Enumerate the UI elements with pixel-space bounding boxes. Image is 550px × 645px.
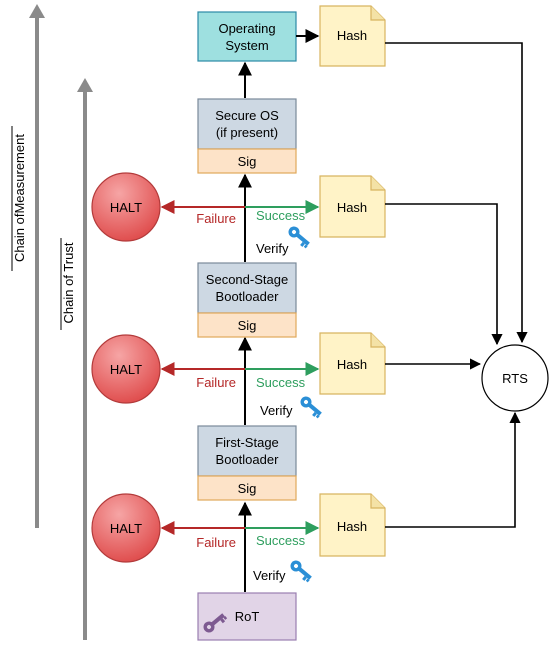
success-label-first-stage: Success xyxy=(256,533,306,548)
chain-of-measurement-label: Chain ofMeasurement xyxy=(12,134,27,262)
hash-os: Hash xyxy=(319,5,386,67)
failure-label-second-stage: Failure xyxy=(196,375,236,390)
verify-first-stage: Failure Success Verify xyxy=(160,521,320,583)
success-label-second-stage: Success xyxy=(256,375,306,390)
secure-os-box xyxy=(197,98,297,150)
failure-label-first-stage: Failure xyxy=(196,535,236,550)
second-stage-sig-label: Sig xyxy=(238,318,257,333)
measurement-arrow-head xyxy=(29,4,45,18)
second-stage-line1: Second-Stage xyxy=(206,272,288,287)
hash-secure-os-to-rts xyxy=(385,203,503,346)
trust-arrow-head xyxy=(77,78,93,92)
rts-circle xyxy=(481,344,549,412)
chain-of-trust-axis: Chain of Trust xyxy=(60,78,93,640)
first-stage-box xyxy=(197,425,297,477)
halt-first-stage-circle xyxy=(91,493,161,563)
rts-label: RTS xyxy=(502,371,528,386)
key-icon xyxy=(288,226,310,249)
first-stage-sig-label: Sig xyxy=(238,481,257,496)
verify-label-second-stage: Verify xyxy=(260,403,293,418)
hash-first-stage-label: Hash xyxy=(337,519,367,534)
secure-os-sig-label: Sig xyxy=(238,154,257,169)
hash-secure-os-document xyxy=(319,175,386,238)
rot-block: RoT xyxy=(197,592,297,641)
secure-os-block: Secure OS (if present) Sig xyxy=(197,98,297,174)
verify-label-first-stage: Verify xyxy=(253,568,286,583)
hash-first-stage: Hash xyxy=(319,493,386,557)
hash-os-to-rts xyxy=(385,42,528,344)
halt-second-stage: HALT xyxy=(91,334,161,404)
verify-label-secure-os: Verify xyxy=(256,241,289,256)
rot-key-icon xyxy=(203,613,228,633)
halt-first-stage-label: HALT xyxy=(110,521,142,536)
hash-first-stage-document xyxy=(319,493,386,557)
verify-second-stage: Failure Success Verify xyxy=(160,362,322,419)
hash-first-stage-to-rts xyxy=(385,411,521,528)
hash-second-stage-label: Hash xyxy=(337,357,367,372)
halt-second-stage-label: HALT xyxy=(110,362,142,377)
operating-system-block: Operating System xyxy=(197,11,297,62)
success-label-secure-os: Success xyxy=(256,208,306,223)
key-icon xyxy=(290,560,312,583)
rot-label: RoT xyxy=(235,609,260,624)
halt-first-stage: HALT xyxy=(91,493,161,563)
secure-os-sig-box xyxy=(197,148,297,174)
hash-os-label: Hash xyxy=(337,28,367,43)
hash-second-stage: Hash xyxy=(319,332,386,395)
verify-secure-os: Failure Success Verify xyxy=(160,200,320,256)
second-stage-bootloader-block: Second-Stage Bootloader Sig xyxy=(197,262,297,338)
chain-of-trust-label: Chain of Trust xyxy=(61,242,76,323)
key-icon xyxy=(300,396,322,419)
failure-label-secure-os: Failure xyxy=(196,211,236,226)
operating-system-box xyxy=(197,11,297,62)
first-stage-line1: First-Stage xyxy=(215,435,279,450)
operating-system-line2: System xyxy=(225,38,268,53)
hash-secure-os: Hash xyxy=(319,175,386,238)
second-stage-line2: Bootloader xyxy=(216,289,280,304)
halt-secure-os-circle xyxy=(91,172,161,242)
secure-os-line2: (if present) xyxy=(216,125,278,140)
rts-node: RTS xyxy=(481,344,549,412)
second-stage-box xyxy=(197,262,297,314)
hash-second-stage-document xyxy=(319,332,386,395)
second-stage-sig-box xyxy=(197,312,297,338)
operating-system-line1: Operating xyxy=(218,21,275,36)
halt-secure-os: HALT xyxy=(91,172,161,242)
chain-of-measurement-axis: Chain ofMeasurement xyxy=(11,4,45,528)
hash-secure-os-label: Hash xyxy=(337,200,367,215)
hash-to-rts-connectors xyxy=(385,42,528,528)
halt-second-stage-circle xyxy=(91,334,161,404)
secure-os-line1: Secure OS xyxy=(215,108,279,123)
halt-secure-os-label: HALT xyxy=(110,200,142,215)
first-stage-bootloader-block: First-Stage Bootloader Sig xyxy=(197,425,297,501)
first-stage-sig-box xyxy=(197,475,297,501)
first-stage-line2: Bootloader xyxy=(216,452,280,467)
rot-box xyxy=(197,592,297,641)
